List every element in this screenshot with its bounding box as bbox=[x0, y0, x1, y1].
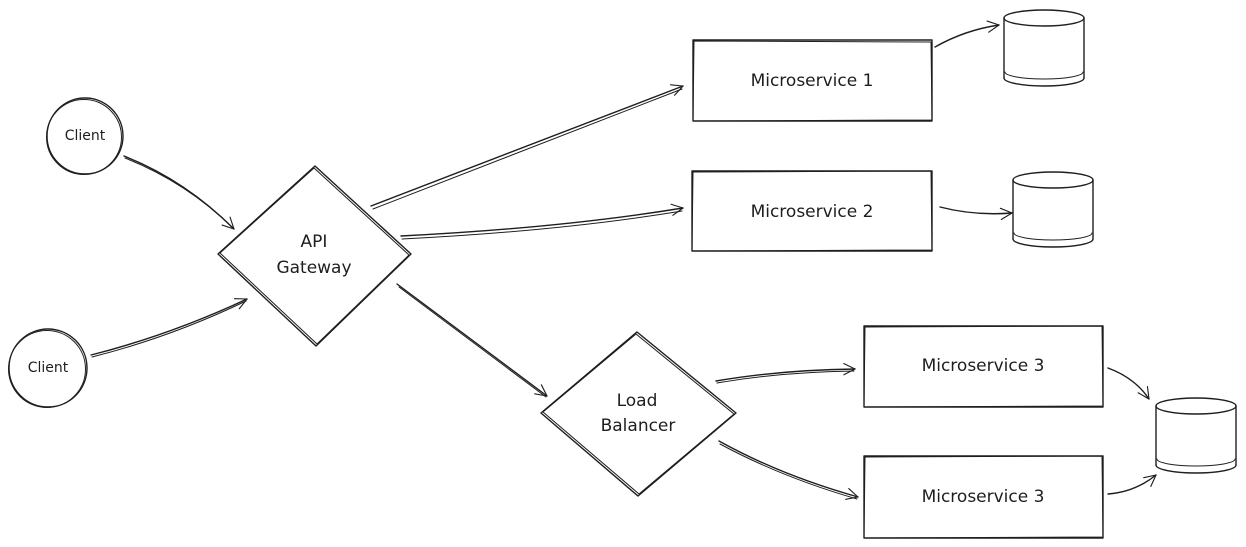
client-node-top: Client bbox=[46, 97, 124, 175]
microservice-1-label: Microservice 1 bbox=[751, 71, 874, 91]
client-top-label: Client bbox=[65, 128, 106, 144]
api-gateway-label-line2: Gateway bbox=[276, 258, 351, 278]
load-balancer-label-line2: Balancer bbox=[601, 416, 676, 436]
arrow-load-balancer-to-microservice-3b bbox=[718, 440, 859, 500]
database-icon-2 bbox=[1012, 171, 1094, 248]
load-balancer-node: Load Balancer bbox=[540, 331, 737, 497]
arrow-client-bottom-to-gateway bbox=[90, 298, 248, 358]
arrow-microservice-1-to-database-1 bbox=[934, 20, 1000, 48]
arrow-microservice-2-to-database-2 bbox=[939, 206, 1013, 221]
client-bottom-label: Client bbox=[28, 360, 69, 376]
microservice-3b-node: Microservice 3 bbox=[863, 455, 1104, 539]
microservice-2-node: Microservice 2 bbox=[691, 170, 933, 252]
api-gateway-node: API Gateway bbox=[217, 165, 412, 347]
arrow-gateway-to-microservice-1 bbox=[370, 84, 684, 210]
arrow-microservice-3b-to-database-3 bbox=[1107, 474, 1157, 495]
arrow-microservice-3a-to-database-3 bbox=[1107, 367, 1150, 400]
microservice-3a-label: Microservice 3 bbox=[922, 356, 1045, 376]
arrow-load-balancer-to-microservice-3a bbox=[715, 362, 856, 384]
database-icon-3 bbox=[1155, 397, 1237, 474]
api-gateway-label-line1: API bbox=[301, 232, 328, 252]
microservice-1-node: Microservice 1 bbox=[692, 39, 933, 122]
microservice-3a-node: Microservice 3 bbox=[863, 325, 1104, 408]
microservice-3b-label: Microservice 3 bbox=[922, 487, 1045, 507]
arrow-gateway-to-load-balancer bbox=[396, 283, 548, 398]
load-balancer-label-line1: Load bbox=[617, 391, 658, 411]
arrow-gateway-to-microservice-2 bbox=[400, 203, 684, 240]
microservice-2-label: Microservice 2 bbox=[751, 202, 874, 222]
arrow-client-top-to-gateway bbox=[123, 155, 235, 230]
database-icon-1 bbox=[1003, 9, 1085, 87]
client-node-bottom: Client bbox=[8, 328, 88, 408]
